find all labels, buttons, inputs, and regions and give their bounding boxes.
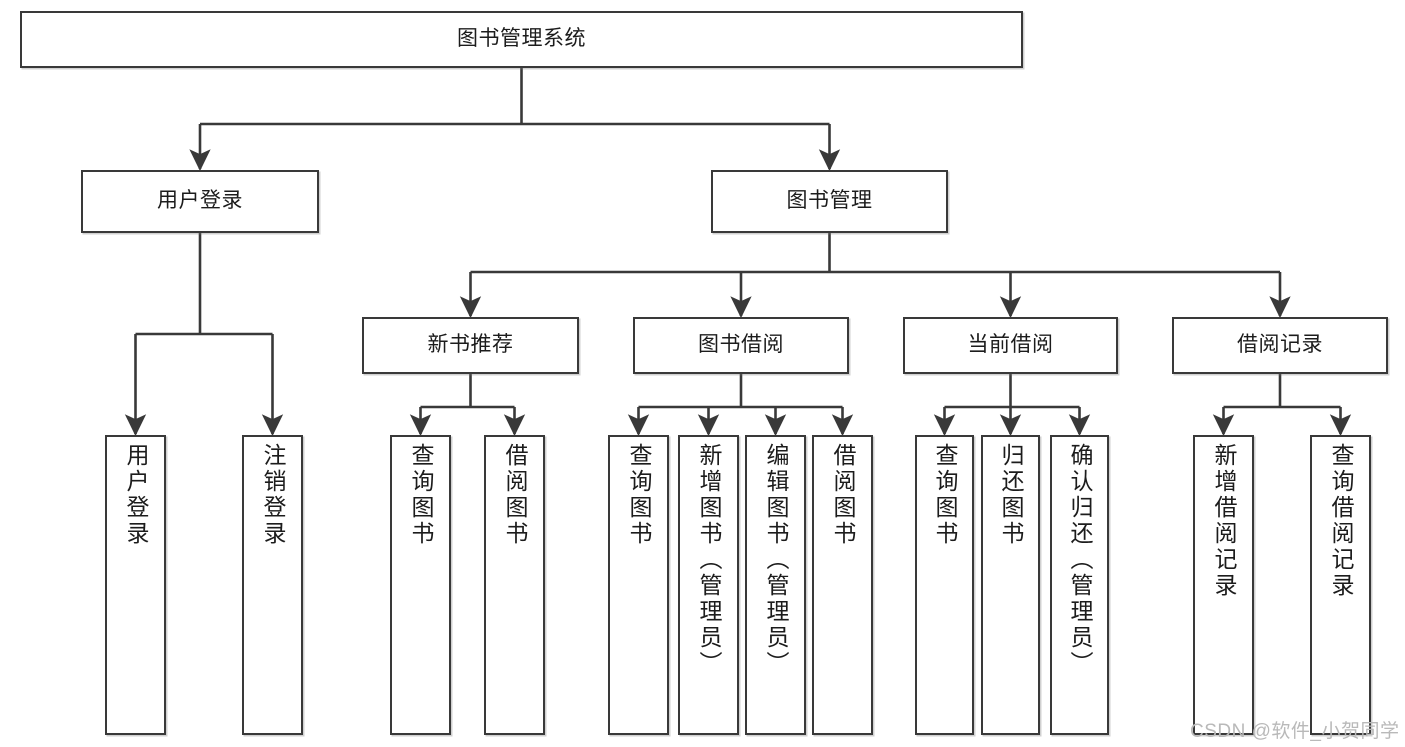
node-label: 图书管理 (786, 189, 873, 213)
node-current-borrow[interactable]: 当前借阅 (903, 317, 1118, 374)
node-user-login[interactable]: 用户登录 (81, 170, 319, 233)
node-book-manage[interactable]: 图书管理 (711, 170, 948, 233)
node-label: 用户登录 (123, 443, 149, 547)
node-leaf-query-book-3[interactable]: 查询图书 (915, 435, 974, 735)
node-leaf-logout[interactable]: 注销登录 (242, 435, 303, 735)
node-borrow-record[interactable]: 借阅记录 (1172, 317, 1388, 374)
node-leaf-user-login[interactable]: 用户登录 (105, 435, 166, 735)
node-leaf-add-record[interactable]: 新增借阅记录 (1193, 435, 1254, 735)
node-book-borrow[interactable]: 图书借阅 (633, 317, 849, 374)
node-label: 图书借阅 (698, 333, 784, 357)
node-label: 确认归还（管理员） (1067, 443, 1093, 677)
node-label: 当前借阅 (967, 333, 1054, 357)
node-label: 借阅记录 (1237, 333, 1323, 357)
node-leaf-query-record[interactable]: 查询借阅记录 (1310, 435, 1371, 735)
node-label: 新增借阅记录 (1211, 443, 1237, 599)
node-label: 用户登录 (157, 189, 243, 213)
node-label: 注销登录 (260, 443, 286, 547)
node-label: 查询图书 (626, 443, 652, 547)
node-label: 归还图书 (998, 443, 1024, 547)
node-leaf-return-book[interactable]: 归还图书 (981, 435, 1040, 735)
node-root[interactable]: 图书管理系统 (20, 11, 1023, 68)
node-new-book-rec[interactable]: 新书推荐 (362, 317, 579, 374)
node-label: 借阅图书 (502, 443, 528, 547)
node-label: 查询图书 (932, 443, 958, 547)
node-leaf-query-book-2[interactable]: 查询图书 (608, 435, 669, 735)
node-label: 新书推荐 (427, 333, 514, 357)
node-leaf-query-book-1[interactable]: 查询图书 (390, 435, 451, 735)
node-leaf-edit-book[interactable]: 编辑图书（管理员） (745, 435, 806, 735)
node-leaf-borrow-book-1[interactable]: 借阅图书 (484, 435, 545, 735)
node-label: 借阅图书 (830, 443, 856, 547)
node-label: 查询借阅记录 (1328, 443, 1354, 599)
node-label: 图书管理系统 (457, 27, 586, 51)
node-leaf-add-book[interactable]: 新增图书（管理员） (678, 435, 739, 735)
node-leaf-borrow-book-2[interactable]: 借阅图书 (812, 435, 873, 735)
node-label: 查询图书 (408, 443, 434, 547)
node-label: 新增图书（管理员） (696, 443, 722, 677)
node-leaf-confirm-return[interactable]: 确认归还（管理员） (1050, 435, 1109, 735)
node-label: 编辑图书（管理员） (763, 443, 789, 677)
